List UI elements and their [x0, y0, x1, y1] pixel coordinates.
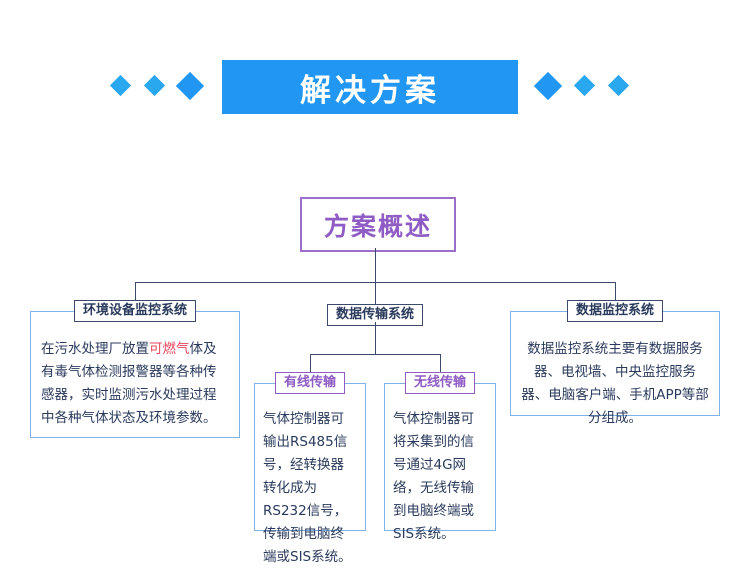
- monitor-line-1: 数据监控系统主要有数据: [527, 341, 676, 357]
- diamond-icon-left-2: [143, 74, 166, 97]
- connector-drop-datatrans: [375, 282, 376, 304]
- diagram-canvas: 解决方案 方案概述 环境设备监控系统 在污水处理厂放置可燃气体及有毒气体检测报警…: [30, 60, 720, 565]
- monitor-line-3: 控服务器、电脑客户端、: [521, 363, 696, 403]
- page-title-banner: 解决方案: [222, 60, 518, 114]
- card-wireless-transmission-body: 气体控制器可将采集到的信号通过4G网络，无线传输到电脑终端或SIS系统。: [385, 402, 495, 552]
- connector-overview-stem: [375, 248, 376, 282]
- card-wired-transmission-body: 气体控制器可输出RS485信号，经转换器转化成为RS232信号，传输到电脑终端或…: [255, 402, 365, 575]
- card-data-monitoring-title: 数据监控系统: [566, 300, 664, 323]
- page-title: 解决方案: [300, 72, 440, 109]
- connector-sub-bus: [310, 354, 440, 355]
- wireless-line-1: 气体控制器可将: [393, 411, 474, 450]
- connector-datatrans-stem: [375, 322, 376, 354]
- wired-line-3: 经转换器转化成: [263, 456, 344, 496]
- card-wired-transmission-title: 有线传输: [274, 372, 346, 395]
- node-overview-label: 方案概述: [323, 211, 432, 241]
- diamond-icon-right-2: [573, 74, 596, 97]
- wired-line-6: 或SIS系统。: [276, 548, 352, 565]
- card-wired-transmission: 有线传输 气体控制器可输出RS485信号，经转换器转化成为RS232信号，传输到…: [254, 372, 366, 565]
- wireless-line-3: 过4G网络，无线: [393, 456, 467, 496]
- connector-drop-env: [135, 282, 136, 304]
- env-line-5: 污水处理过程中各种气体: [41, 386, 217, 426]
- node-overview: 方案概述: [300, 197, 456, 252]
- wireless-line-2: 采集到的信号通: [393, 433, 474, 473]
- monitor-line-4: 手机APP等部分组成。: [588, 386, 709, 426]
- wired-line-4: 为RS232信号，: [263, 479, 348, 519]
- card-wireless-transmission-title: 无线传输: [404, 372, 476, 395]
- env-line-4: 等各种传感器，实时监测: [41, 363, 217, 403]
- card-env-monitoring-body: 在污水处理厂放置可燃气体及有毒气体检测报警器等各种传感器，实时监测污水处理过程中…: [31, 332, 239, 436]
- env-line-1: 在污水处理厂放置: [41, 341, 149, 357]
- connector-drop-monitor: [615, 282, 616, 304]
- monitor-line-2: 服务器、电视墙、中央监: [534, 341, 703, 380]
- card-data-monitoring-body: 数据监控系统主要有数据服务器、电视墙、中央监控服务器、电脑客户端、手机APP等部…: [511, 332, 719, 436]
- diamond-icon-left-3: [175, 71, 205, 101]
- card-wireless-transmission: 无线传输 气体控制器可将采集到的信号通过4G网络，无线传输到电脑终端或SIS系统…: [384, 372, 496, 542]
- wireless-line-5: 或SIS系统。: [393, 502, 474, 542]
- card-env-monitoring: 环境设备监控系统 在污水处理厂放置可燃气体及有毒气体检测报警器等各种传感器，实时…: [30, 300, 240, 438]
- connector-drop-wired: [310, 354, 311, 376]
- diamond-icon-right-1: [533, 71, 563, 101]
- card-env-monitoring-title: 环境设备监控系统: [73, 300, 197, 323]
- diamond-icon-left-1: [109, 74, 132, 97]
- wired-line-1: 气体控制器可输: [263, 411, 344, 450]
- card-data-monitoring: 数据监控系统 数据监控系统主要有数据服务器、电视墙、中央监控服务器、电脑客户端、…: [510, 300, 720, 426]
- connector-drop-wireless: [440, 354, 441, 376]
- env-line-6: 状态及环境参数。: [108, 409, 217, 426]
- wireless-line-4: 传输到电脑终端: [393, 479, 474, 519]
- diamond-icon-right-3: [607, 74, 630, 97]
- env-line-3: 体及有毒气体检测报警器: [41, 341, 217, 380]
- env-line-2-highlight: 可燃气: [149, 341, 190, 357]
- wired-line-2: 出RS485信号，: [263, 433, 348, 473]
